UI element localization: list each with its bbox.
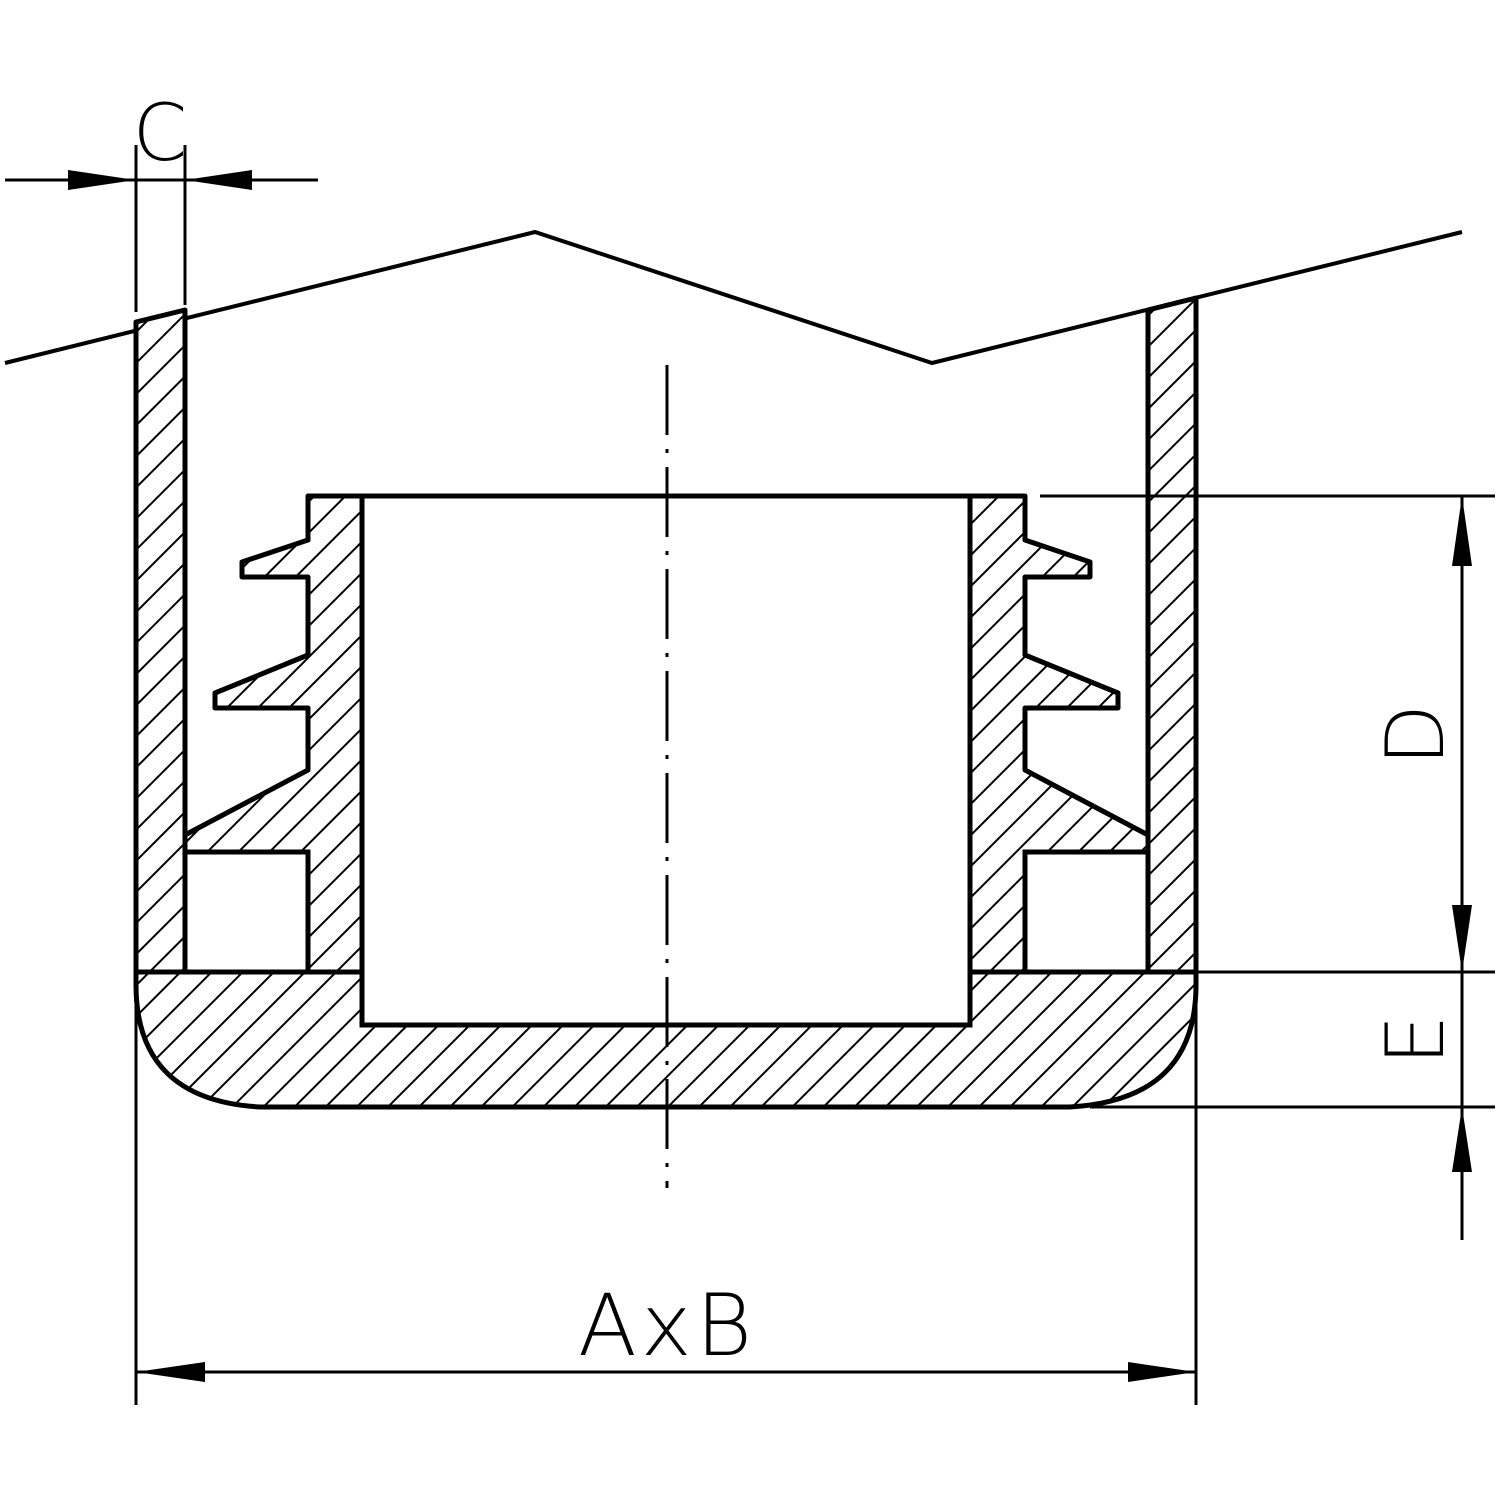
dimension-d-e: D E <box>1040 494 1495 1240</box>
tube-wall-right <box>1145 295 1199 975</box>
dimension-c: C <box>5 89 318 312</box>
dimension-label-c: C <box>133 89 187 179</box>
pocket-right <box>1022 849 1151 975</box>
dimension-axb: AxB <box>134 985 1198 1405</box>
tube-break-line <box>4 229 1463 366</box>
dimension-label-d: D <box>1369 704 1462 766</box>
dimension-label-e: E <box>1369 1015 1462 1066</box>
tube-wall-left <box>133 307 188 975</box>
pocket-left <box>182 849 311 975</box>
dimension-label-axb: AxB <box>578 1276 756 1376</box>
